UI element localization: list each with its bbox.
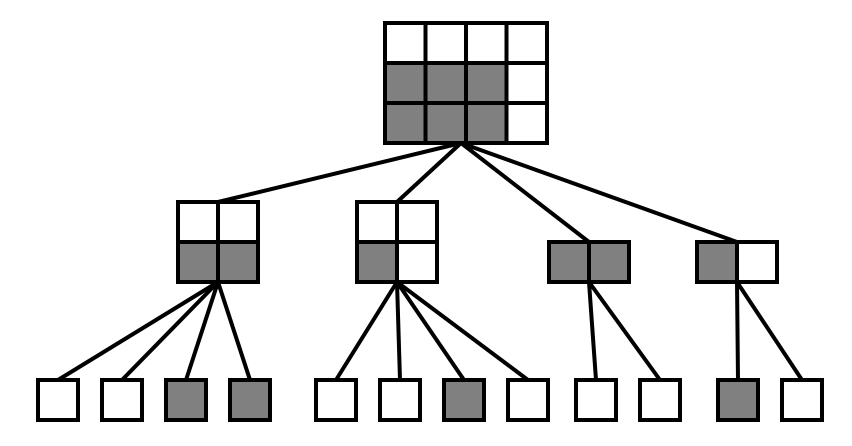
- child-node-1-cell-1-0: [176, 240, 220, 284]
- leaf-node-7-cell: [442, 378, 486, 422]
- child-node-2-cell-1-1: [395, 240, 439, 284]
- root-cell-0-2: [464, 21, 509, 65]
- edge-root-to-node-2: [395, 141, 463, 204]
- tree-nodes: [36, 21, 824, 422]
- child-node-1-cell-1-1: [216, 240, 260, 284]
- child-node-4-cell-0-0: [695, 240, 739, 284]
- child-node-1-cell-0-0: [176, 200, 220, 244]
- child-node-2-cell-0-0: [355, 200, 399, 244]
- edge-root-to-node-4: [459, 141, 739, 244]
- edge-root-to-node-1: [216, 141, 463, 204]
- edge-node-3-to-leaf-9: [587, 280, 598, 382]
- leaf-node-1: [36, 378, 80, 422]
- root-cell-1-1: [423, 61, 468, 105]
- root-cell-0-0: [383, 21, 428, 65]
- edge-node-2-to-leaf-6: [395, 280, 402, 382]
- edge-node-2-to-leaf-8: [395, 280, 530, 382]
- child-node-2-cell-1-0: [355, 240, 399, 284]
- root-cell-2-0: [383, 101, 428, 145]
- leaf-node-11-cell: [716, 378, 760, 422]
- root-cell-1-0: [383, 61, 428, 105]
- child-node-1-cell-0-1: [216, 200, 260, 244]
- edge-node-4-to-leaf-12: [735, 280, 804, 382]
- edge-node-2-to-leaf-7: [395, 280, 466, 382]
- leaf-node-11: [716, 378, 760, 422]
- leaf-node-3: [164, 378, 208, 422]
- leaf-node-12: [780, 378, 824, 422]
- edge-node-2-to-leaf-5: [334, 280, 399, 382]
- root-cell-2-1: [423, 101, 468, 145]
- leaf-node-6-cell: [378, 378, 422, 422]
- leaf-node-3-cell: [164, 378, 208, 422]
- leaf-node-2-cell: [100, 378, 144, 422]
- leaf-node-4-cell: [228, 378, 272, 422]
- leaf-node-9-cell: [574, 378, 618, 422]
- child-node-2: [355, 200, 439, 284]
- edge-node-3-to-leaf-10: [587, 280, 662, 382]
- child-node-3-cell-0-0: [547, 240, 591, 284]
- child-node-2-cell-0-1: [395, 200, 439, 244]
- root-node: [383, 21, 549, 145]
- child-node-4-cell-0-1: [735, 240, 779, 284]
- edge-node-1-to-leaf-2: [120, 280, 220, 382]
- edge-node-4-to-leaf-11: [735, 280, 740, 382]
- edge-node-1-to-leaf-3: [184, 280, 220, 382]
- leaf-node-4: [228, 378, 272, 422]
- root-cell-1-2: [464, 61, 509, 105]
- child-node-3-cell-0-1: [587, 240, 631, 284]
- child-node-3: [547, 240, 631, 284]
- child-node-1: [176, 200, 260, 284]
- leaf-node-9: [574, 378, 618, 422]
- leaf-node-8: [506, 378, 550, 422]
- root-cell-2-2: [464, 101, 509, 145]
- root-cell-0-3: [504, 21, 549, 65]
- edge-node-1-to-leaf-1: [56, 280, 220, 382]
- leaf-node-1-cell: [36, 378, 80, 422]
- root-cell-0-1: [423, 21, 468, 65]
- edge-root-to-node-3: [459, 141, 591, 244]
- root-cell-2-3: [504, 101, 549, 145]
- leaf-node-5: [314, 378, 358, 422]
- leaf-node-10: [638, 378, 682, 422]
- tree-edges: [56, 141, 804, 382]
- leaf-node-10-cell: [638, 378, 682, 422]
- child-node-4: [695, 240, 779, 284]
- leaf-node-5-cell: [314, 378, 358, 422]
- leaf-node-12-cell: [780, 378, 824, 422]
- leaf-node-6: [378, 378, 422, 422]
- leaf-node-7: [442, 378, 486, 422]
- edge-node-1-to-leaf-4: [216, 280, 252, 382]
- leaf-node-2: [100, 378, 144, 422]
- root-cell-1-3: [504, 61, 549, 105]
- leaf-node-8-cell: [506, 378, 550, 422]
